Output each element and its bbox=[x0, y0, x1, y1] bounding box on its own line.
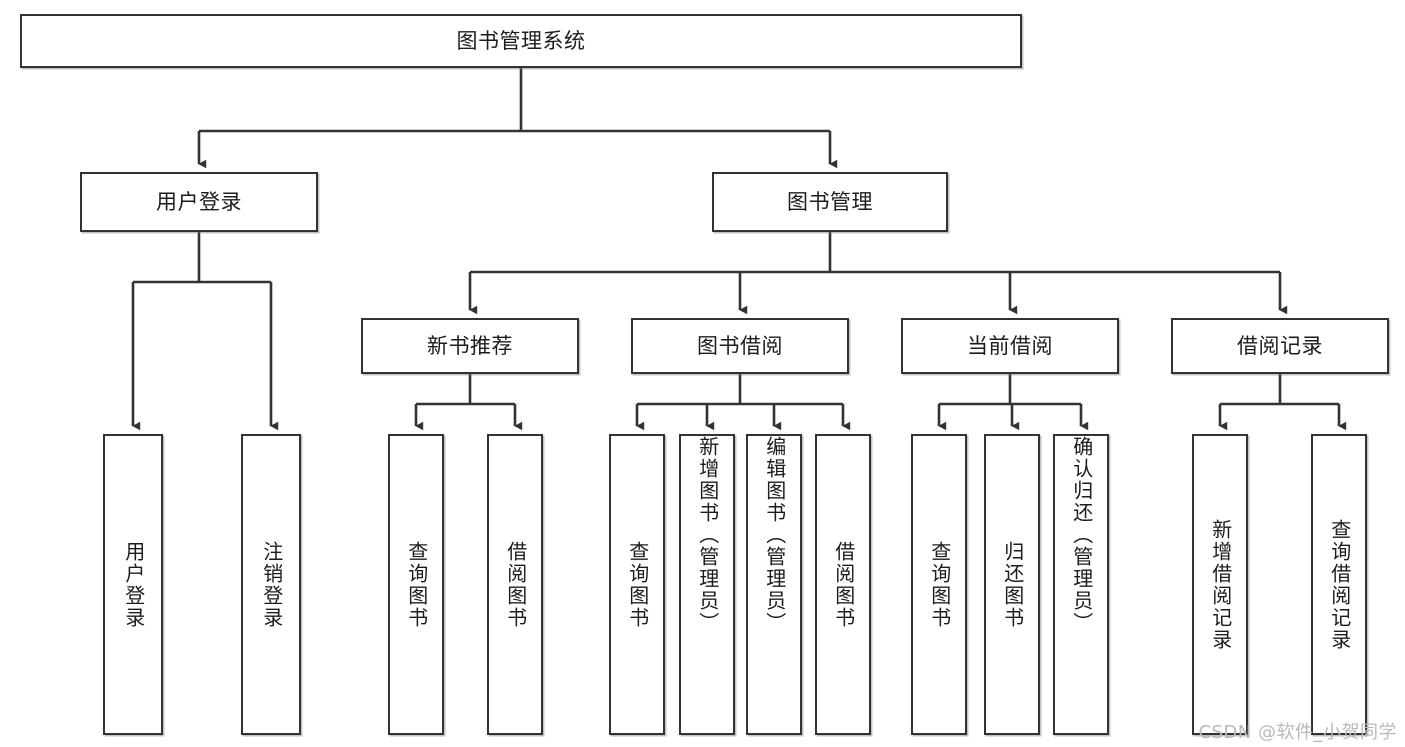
node-leaf-borrow-book-2-label: 借阅图书 bbox=[831, 540, 856, 629]
node-leaf-query-book-1-label: 查询图书 bbox=[404, 540, 429, 629]
node-leaf-add-record-label: 新增借阅记录 bbox=[1208, 518, 1233, 651]
node-leaf-borrow-book-1[interactable]: 借阅图书 bbox=[487, 434, 543, 735]
node-book-manage[interactable]: 图书管理 bbox=[712, 172, 948, 232]
node-leaf-add-book[interactable]: 新增图书（管理员） bbox=[679, 434, 735, 735]
node-leaf-query-book-3-label: 查询图书 bbox=[927, 540, 952, 629]
node-leaf-query-book-2[interactable]: 查询图书 bbox=[609, 434, 665, 735]
node-user-login-label: 用户登录 bbox=[156, 189, 242, 214]
node-current-borrow[interactable]: 当前借阅 bbox=[901, 318, 1119, 374]
node-leaf-user-login-label: 用户登录 bbox=[121, 540, 146, 629]
csdn-watermark: CSDN @软件_小贺同学 bbox=[1198, 722, 1397, 743]
node-leaf-borrow-book-2[interactable]: 借阅图书 bbox=[815, 434, 871, 735]
node-leaf-query-book-3[interactable]: 查询图书 bbox=[911, 434, 967, 735]
node-leaf-query-record[interactable]: 查询借阅记录 bbox=[1311, 434, 1367, 735]
node-leaf-confirm-return-label: 确认归还（管理员） bbox=[1069, 436, 1094, 634]
node-new-book-rec[interactable]: 新书推荐 bbox=[361, 318, 579, 374]
node-current-borrow-label: 当前借阅 bbox=[967, 333, 1053, 358]
node-leaf-query-book-1[interactable]: 查询图书 bbox=[388, 434, 444, 735]
node-leaf-query-record-label: 查询借阅记录 bbox=[1327, 518, 1352, 651]
node-leaf-borrow-book-1-label: 借阅图书 bbox=[503, 540, 528, 629]
node-leaf-add-record[interactable]: 新增借阅记录 bbox=[1192, 434, 1248, 735]
node-leaf-query-book-2-label: 查询图书 bbox=[625, 540, 650, 629]
node-leaf-return-book-label: 归还图书 bbox=[1000, 540, 1025, 629]
node-root-label: 图书管理系统 bbox=[456, 28, 586, 53]
node-leaf-add-book-label: 新增图书（管理员） bbox=[695, 436, 720, 634]
node-leaf-user-logout-label: 注销登录 bbox=[259, 540, 284, 629]
node-leaf-user-logout[interactable]: 注销登录 bbox=[241, 434, 301, 735]
node-root[interactable]: 图书管理系统 bbox=[20, 14, 1022, 68]
node-leaf-edit-book[interactable]: 编辑图书（管理员） bbox=[746, 434, 802, 735]
node-leaf-return-book[interactable]: 归还图书 bbox=[984, 434, 1040, 735]
node-book-manage-label: 图书管理 bbox=[787, 189, 873, 214]
node-leaf-confirm-return[interactable]: 确认归还（管理员） bbox=[1053, 434, 1109, 735]
node-user-login[interactable]: 用户登录 bbox=[80, 172, 318, 232]
node-leaf-user-login[interactable]: 用户登录 bbox=[103, 434, 163, 735]
node-borrow-record-label: 借阅记录 bbox=[1237, 333, 1323, 358]
node-new-book-rec-label: 新书推荐 bbox=[427, 333, 513, 358]
node-leaf-edit-book-label: 编辑图书（管理员） bbox=[762, 436, 787, 634]
node-book-borrow[interactable]: 图书借阅 bbox=[631, 318, 849, 374]
node-borrow-record[interactable]: 借阅记录 bbox=[1171, 318, 1389, 374]
node-book-borrow-label: 图书借阅 bbox=[697, 333, 783, 358]
